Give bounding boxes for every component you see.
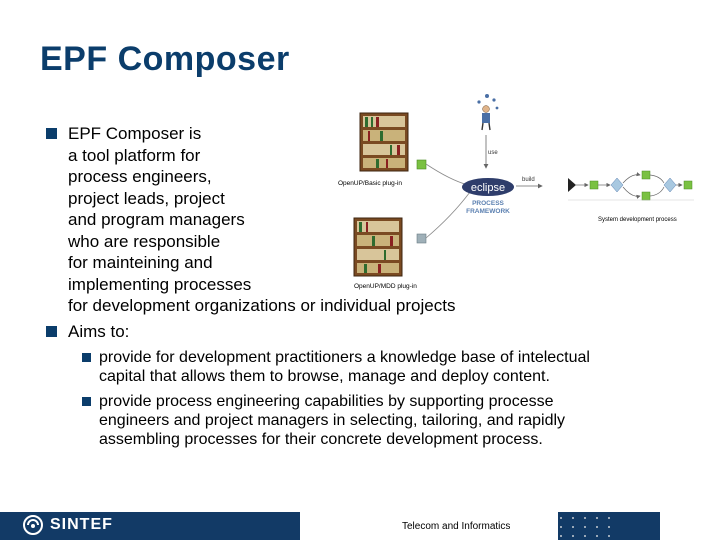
svg-text:FRAMEWORK: FRAMEWORK	[466, 208, 510, 215]
sub-bullet-text-2: provide process engineering capabilities…	[99, 393, 566, 448]
sub-bullet-marker	[82, 353, 91, 362]
system-process-label: System development process	[598, 217, 677, 223]
eclipse-logo: eclipse PROCESS FRAMEWORK	[462, 178, 514, 215]
green-cube-icon	[416, 159, 427, 170]
build-label: build	[522, 177, 535, 183]
footer-bar-tail	[640, 512, 660, 540]
sintef-logo: SINTEF	[22, 514, 113, 536]
bookshelf-icon	[359, 112, 409, 172]
process-engineer-icon	[477, 94, 499, 131]
use-label: use	[488, 150, 498, 156]
plugin-mdd-label: OpenUP/MDD plug-in	[354, 283, 417, 290]
sintef-swirl-icon	[23, 515, 43, 535]
system-process-diagram	[568, 170, 694, 201]
plugin-basic-label: OpenUP/Basic plug-in	[338, 180, 402, 187]
bullet-marker	[46, 128, 57, 139]
footer-label: Telecom and Informatics	[402, 521, 511, 532]
grey-cube-icon	[416, 233, 427, 244]
footer-label-area	[300, 512, 558, 540]
svg-text:PROCESS: PROCESS	[472, 200, 504, 207]
slide-title: EPF Composer	[40, 40, 290, 78]
bullet-marker	[46, 326, 57, 337]
epf-diagram: OpenUP/Basic plug-in OpenUP/MDD plug-in …	[338, 94, 694, 290]
decorative-dots-icon	[560, 517, 610, 537]
bookshelf-icon	[353, 217, 403, 277]
bullet-text-2: Aims to:	[68, 322, 130, 341]
sub-bullet-marker	[82, 397, 91, 406]
bullet-text-1: EPF Composer is a tool platform for proc…	[68, 124, 456, 315]
svg-text:eclipse: eclipse	[471, 182, 505, 194]
sub-bullet-text-1: provide for development practitioners a …	[99, 349, 590, 385]
logo-text: SINTEF	[50, 516, 113, 533]
